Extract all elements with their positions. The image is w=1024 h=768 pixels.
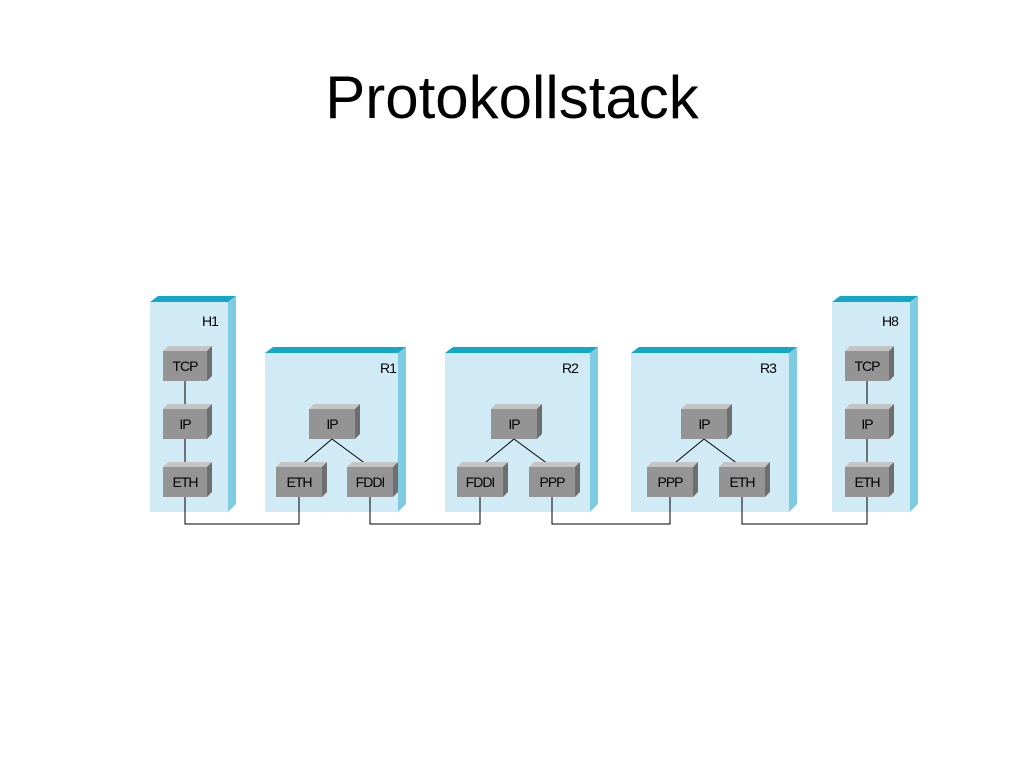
layer-r3-ip: IP (681, 404, 732, 439)
layer-r1-eth-front-face (276, 467, 322, 497)
network-link-h1-eth-to-r1-eth (184, 497, 300, 525)
page-title: Protokollstack (325, 64, 699, 131)
node-label-r1: R1 (380, 360, 397, 376)
layer-r3-eth-side-face (765, 462, 770, 497)
node-r1-top-face (265, 347, 406, 353)
layer-r2-fddi: FDDI (457, 462, 508, 497)
layer-r1-eth-top-face (276, 462, 327, 467)
node-r1-side-face (398, 347, 406, 512)
layer-label-h1-tcp: TCP (173, 358, 199, 374)
layer-label-r2-ppp: PPP (539, 474, 565, 490)
layer-r2-ppp-side-face (575, 462, 580, 497)
layer-label-r3-ip: IP (698, 416, 710, 432)
layer-h8-eth-top-face (845, 462, 894, 467)
network-link-r1-fddi-to-r2-fddi (369, 497, 481, 525)
node-label-r3: R3 (760, 360, 777, 376)
layer-h8-tcp-side-face (889, 346, 894, 381)
layer-label-h8-eth: ETH (855, 474, 880, 490)
layer-r2-fddi-top-face (457, 462, 508, 467)
layer-r1-fddi-top-face (347, 462, 398, 467)
layer-r1-fddi: FDDI (347, 462, 398, 497)
node-r2-side-face (590, 347, 598, 512)
layer-r1-ip-top-face (309, 404, 360, 409)
layer-r3-eth-top-face (719, 462, 770, 467)
layer-r1-fddi-front-face (347, 467, 393, 497)
layer-label-h1-ip: IP (179, 416, 191, 432)
layer-r3-ip-side-face (727, 404, 732, 439)
layer-h8-ip-top-face (845, 404, 894, 409)
layer-r2-fddi-front-face (457, 467, 503, 497)
node-r2-top-face (445, 347, 598, 353)
layer-h1-ip-front-face (163, 409, 207, 439)
layer-label-r3-eth: ETH (730, 474, 755, 490)
layer-h1-eth-front-face (163, 467, 207, 497)
node-h1-top-face (150, 296, 236, 302)
layer-r2-ppp-front-face (529, 467, 575, 497)
layer-label-h8-ip: IP (861, 416, 873, 432)
layer-label-h1-eth: ETH (173, 474, 198, 490)
layer-r3-ppp-side-face (693, 462, 698, 497)
layer-r1-eth: ETH (276, 462, 327, 497)
node-h1-side-face (228, 296, 236, 512)
layer-label-r2-fddi: FDDI (466, 474, 495, 490)
node-h8-top-face (832, 296, 918, 302)
layer-label-h8-tcp: TCP (855, 358, 881, 374)
node-r3-side-face (789, 347, 797, 512)
layer-h1-ip: IP (163, 404, 212, 439)
layer-r2-ip-side-face (537, 404, 542, 439)
network-link-r2-ppp-to-r3-ppp (551, 497, 671, 525)
layer-h1-tcp: TCP (163, 346, 212, 381)
layer-h1-eth-top-face (163, 462, 212, 467)
node-h8-side-face (910, 296, 918, 512)
network-link-r3-eth-to-h8-eth (741, 497, 868, 525)
layer-h8-ip-side-face (889, 404, 894, 439)
layer-h8-tcp: TCP (845, 346, 894, 381)
layer-r1-ip: IP (309, 404, 360, 439)
layer-r1-ip-front-face (309, 409, 355, 439)
node-r1: R1 (265, 347, 406, 512)
node-label-r2: R2 (562, 360, 579, 376)
layer-group: TCP IP ETH IP ETH FDDI IP FDDI PPP IP PPP ETH TCP IP E… (163, 346, 894, 497)
layer-r2-ppp: PPP (529, 462, 580, 497)
layer-r1-fddi-side-face (393, 462, 398, 497)
layer-h8-tcp-front-face (845, 351, 889, 381)
layer-h1-tcp-front-face (163, 351, 207, 381)
node-label-h8: H8 (882, 313, 899, 329)
layer-h1-eth-side-face (207, 462, 212, 497)
layer-r3-eth-front-face (719, 467, 765, 497)
layer-r3-ip-front-face (681, 409, 727, 439)
layer-r3-ip-top-face (681, 404, 732, 409)
node-r3-top-face (631, 347, 797, 353)
layer-r2-ip-top-face (491, 404, 542, 409)
layer-h8-tcp-top-face (845, 346, 894, 351)
layer-r3-ppp-front-face (647, 467, 693, 497)
layer-h8-ip: IP (845, 404, 894, 439)
layer-r1-eth-side-face (322, 462, 327, 497)
layer-h8-eth-side-face (889, 462, 894, 497)
layer-r3-ppp: PPP (647, 462, 698, 497)
layer-r2-fddi-side-face (503, 462, 508, 497)
layer-r1-ip-side-face (355, 404, 360, 439)
layer-label-r1-fddi: FDDI (356, 474, 385, 490)
layer-label-r1-ip: IP (326, 416, 338, 432)
layer-h1-tcp-side-face (207, 346, 212, 381)
layer-r2-ip: IP (491, 404, 542, 439)
layer-r3-ppp-top-face (647, 462, 698, 467)
layer-h1-ip-side-face (207, 404, 212, 439)
node-label-h1: H1 (202, 313, 219, 329)
layer-label-r1-eth: ETH (287, 474, 312, 490)
layer-h8-ip-front-face (845, 409, 889, 439)
layer-h1-ip-top-face (163, 404, 212, 409)
layer-r2-ip-front-face (491, 409, 537, 439)
layer-h8-eth: ETH (845, 462, 894, 497)
layer-r2-ppp-top-face (529, 462, 580, 467)
layer-h8-eth-front-face (845, 467, 889, 497)
layer-label-r3-ppp: PPP (657, 474, 683, 490)
layer-label-r2-ip: IP (508, 416, 520, 432)
layer-h1-eth: ETH (163, 462, 212, 497)
layer-r3-eth: ETH (719, 462, 770, 497)
layer-h1-tcp-top-face (163, 346, 212, 351)
